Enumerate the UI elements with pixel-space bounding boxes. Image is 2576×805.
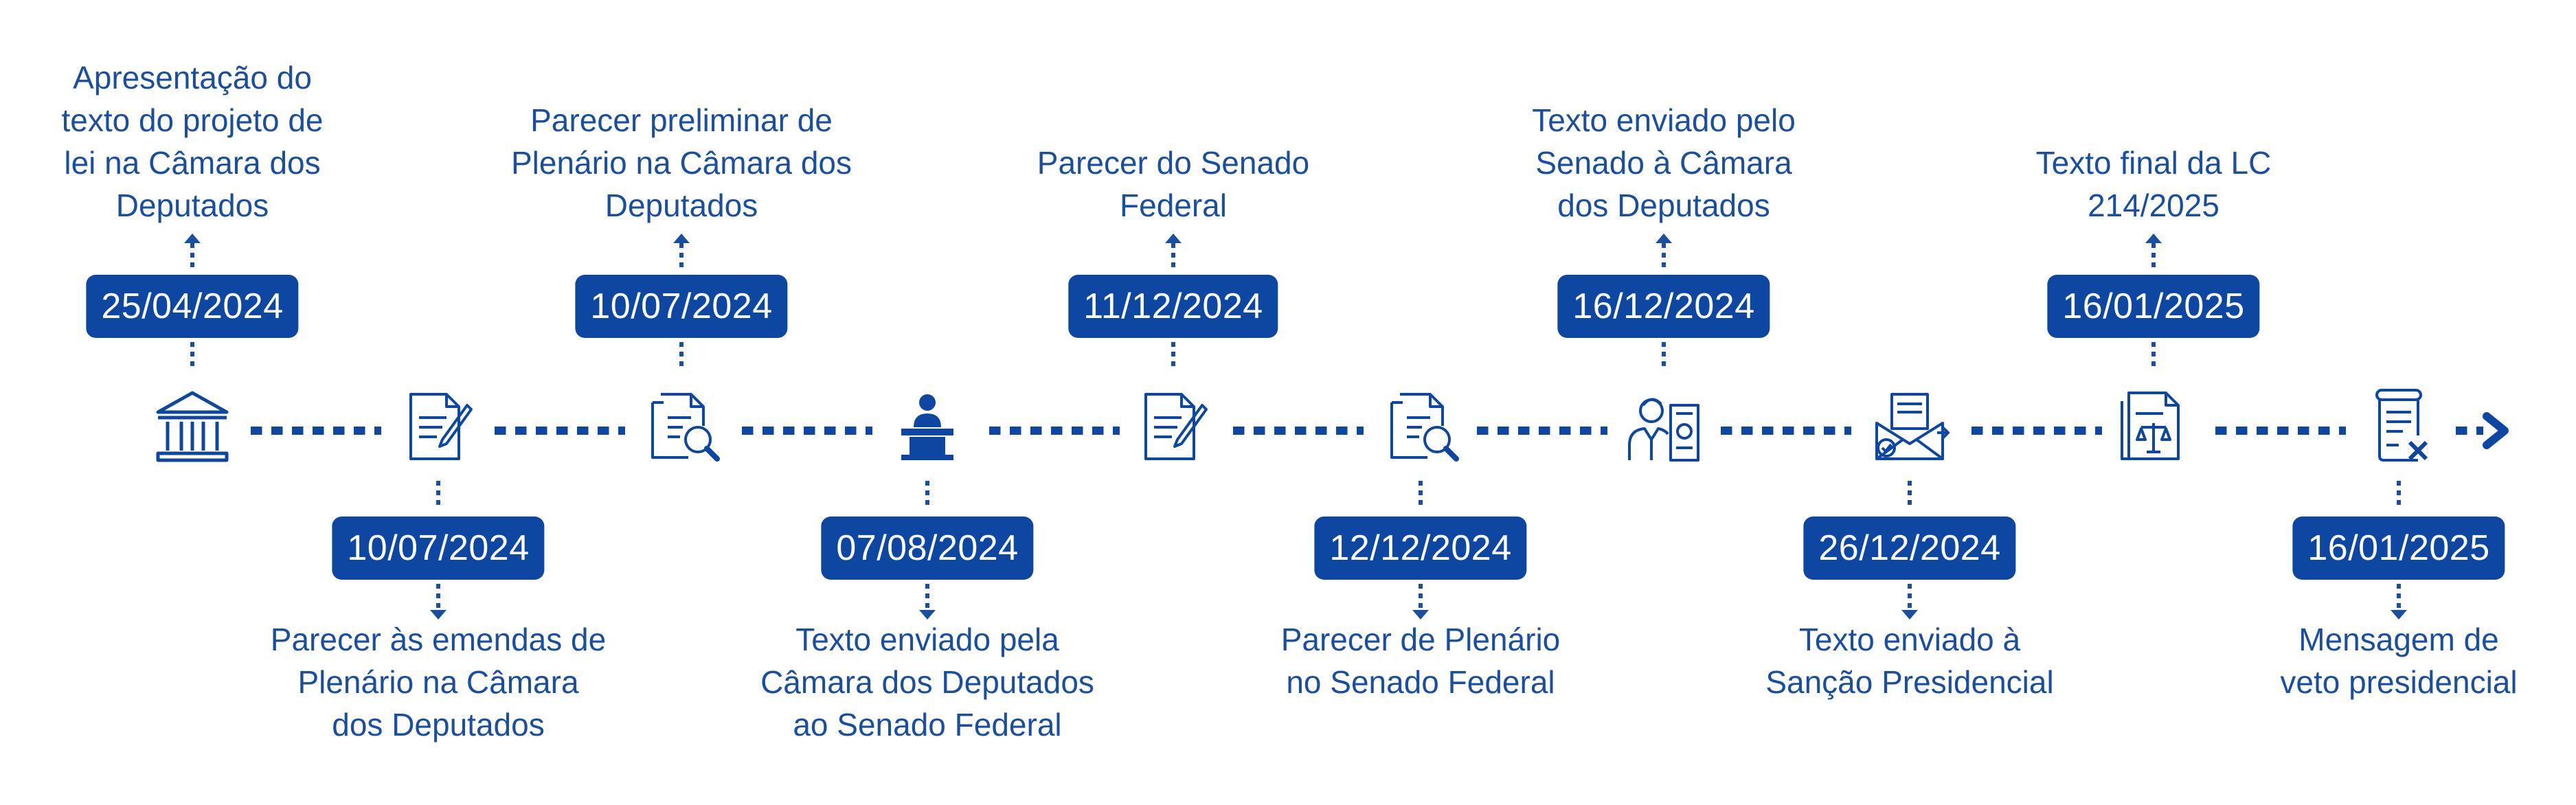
- document-pen-icon: [1132, 385, 1214, 467]
- dotted-connector: [925, 481, 929, 508]
- step-label: Parecer do Senado Federal: [1037, 145, 1310, 223]
- dotted-connector: [679, 243, 683, 271]
- law-document-icon: [2112, 385, 2195, 467]
- step-label: Parecer preliminar de Plenário na Câmara…: [510, 102, 852, 223]
- step-label: Texto final da LC 214/2025: [2035, 145, 2272, 223]
- timeline-connector: [1477, 427, 1607, 435]
- timeline-connector: [989, 427, 1120, 435]
- dotted-connector: [436, 584, 440, 610]
- dotted-connector: [1662, 342, 1666, 367]
- arrow-down-icon: [919, 610, 936, 620]
- dotted-connector: [2151, 342, 2156, 367]
- date-badge: 10/07/2024: [575, 275, 788, 338]
- document-search-icon: [640, 385, 723, 467]
- date-badge: 11/12/2024: [1068, 275, 1278, 338]
- dotted-connector: [2397, 584, 2401, 610]
- arrow-up-icon: [184, 234, 201, 243]
- timeline-connector: [742, 427, 872, 435]
- step-label: Texto enviado pela Câmara dos Deputados …: [760, 622, 1094, 742]
- dotted-connector: [925, 584, 929, 610]
- date-badge: 12/12/2024: [1314, 517, 1527, 580]
- date-badge: 07/08/2024: [821, 517, 1034, 580]
- dotted-connector: [2151, 243, 2156, 271]
- dotted-connector: [679, 342, 683, 367]
- dotted-connector: [2397, 481, 2401, 508]
- date-badge: 16/01/2025: [2047, 275, 2260, 338]
- dotted-connector: [190, 342, 194, 367]
- step-label: Apresentação do texto do projeto de lei …: [61, 60, 324, 223]
- arrow-down-icon: [1412, 610, 1429, 620]
- timeline-connector: [495, 427, 625, 435]
- date-badge: 25/04/2024: [86, 275, 299, 338]
- step-label: Mensagem de veto presidencial: [2280, 622, 2518, 700]
- timeline-connector: [2456, 427, 2483, 435]
- date-badge: 10/07/2024: [332, 517, 545, 580]
- dotted-connector: [1908, 584, 1912, 610]
- timeline-connector: [1971, 427, 2102, 435]
- date-badge: 26/12/2024: [1803, 517, 2016, 580]
- document-search-icon: [1379, 385, 1462, 467]
- timeline-connector: [251, 427, 381, 435]
- person-certificate-icon: [1623, 385, 1705, 467]
- document-pen-icon: [397, 385, 479, 467]
- arrow-up-icon: [673, 234, 690, 243]
- step-label: Parecer às emendas de Plenário na Câmara…: [270, 622, 607, 742]
- chevron-right-icon: [2483, 412, 2509, 449]
- date-badge: 16/01/2025: [2292, 517, 2505, 580]
- dotted-connector: [1171, 342, 1175, 367]
- veto-document-icon: [2358, 385, 2440, 467]
- dotted-connector: [1171, 243, 1175, 271]
- arrow-up-icon: [1165, 234, 1182, 243]
- arrow-down-icon: [430, 610, 447, 620]
- date-badge: 16/12/2024: [1557, 275, 1770, 338]
- dotted-connector: [1419, 481, 1423, 508]
- step-label: Texto enviado pelo Senado à Câmara dos D…: [1532, 102, 1796, 223]
- speaker-podium-icon: [886, 385, 969, 467]
- arrow-up-icon: [1656, 234, 1672, 243]
- timeline-connector: [1233, 427, 1364, 435]
- dotted-connector: [190, 243, 194, 271]
- dotted-connector: [1419, 584, 1423, 610]
- dotted-connector: [1908, 481, 1912, 508]
- timeline-connector: [2215, 427, 2346, 435]
- envelope-send-icon: [1868, 385, 1951, 467]
- arrow-up-icon: [2145, 234, 2162, 243]
- step-label: Texto enviado à Sanção Presidencial: [1765, 622, 2054, 700]
- timeline-connector: [1721, 427, 1851, 435]
- dotted-connector: [436, 481, 440, 508]
- step-label: Parecer de Plenário no Senado Federal: [1280, 622, 1561, 700]
- government-building-icon: [151, 385, 234, 467]
- arrow-down-icon: [1901, 610, 1918, 620]
- arrow-down-icon: [2391, 610, 2407, 620]
- dotted-connector: [1662, 243, 1666, 271]
